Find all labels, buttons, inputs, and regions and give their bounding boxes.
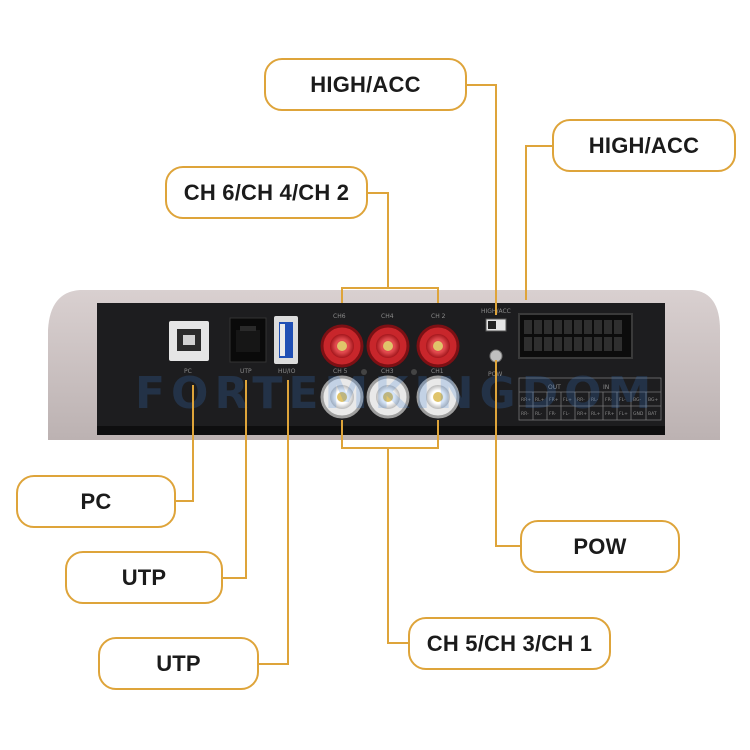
pc-port — [169, 321, 209, 361]
terminal-label: FL+ — [563, 397, 572, 403]
line-pc — [175, 385, 194, 502]
line-pow — [495, 360, 521, 547]
terminal-block — [518, 313, 633, 359]
callout-utp-1: UTP — [65, 551, 223, 604]
terminal-label: RL- — [591, 397, 599, 403]
terminal-label: BG- — [633, 397, 641, 403]
terminal-label: RL+ — [535, 397, 545, 403]
terminal-label: FR- — [605, 397, 613, 403]
terminal-label: BG+ — [648, 397, 658, 403]
callout-utp-2: UTP — [98, 637, 259, 690]
line-ch642-bracket — [341, 287, 439, 303]
callout-high-acc-right: HIGH/ACC — [552, 119, 736, 172]
line-utp1 — [222, 380, 247, 579]
label-pc: PC — [184, 368, 192, 375]
terminal-label: FL- — [563, 411, 570, 417]
rca-bottom-row — [320, 375, 460, 419]
terminal-label: RR+ — [577, 411, 587, 417]
line-high-acc-top — [466, 84, 497, 315]
terminal-label: BAT — [648, 411, 657, 417]
line-ch642 — [367, 192, 389, 288]
line-ch531 — [387, 448, 409, 644]
terminal-label: FL- — [619, 397, 626, 403]
terminal-label: FL+ — [619, 411, 628, 417]
terminal-label: RL- — [535, 411, 543, 417]
label-ch3: CH3 — [381, 368, 394, 375]
label-out: OUT — [548, 384, 561, 391]
label-utp: UTP — [240, 368, 252, 375]
callout-pc: PC — [16, 475, 176, 528]
terminal-label: RR+ — [521, 397, 531, 403]
label-ch4: CH4 — [381, 313, 394, 320]
label-usb: HU/IO — [278, 368, 296, 375]
terminal-label: GND — [633, 411, 644, 417]
terminal-label-grid — [518, 377, 662, 421]
callout-ch531: CH 5/CH 3/CH 1 — [408, 617, 611, 670]
callout-high-acc-top: HIGH/ACC — [264, 58, 467, 111]
terminal-label: RR- — [577, 397, 585, 403]
terminal-label: FR- — [549, 411, 557, 417]
line-ch531-bracket — [341, 420, 439, 449]
callout-pow: POW — [520, 520, 680, 573]
label-ch1: CH1 — [431, 368, 444, 375]
label-ch5: CH 5 — [333, 368, 348, 375]
usb-port — [274, 316, 298, 364]
label-ch2: CH 2 — [431, 313, 446, 320]
rca-top-row — [320, 324, 460, 368]
line-utp2 — [258, 380, 289, 665]
line-high-acc-right — [525, 145, 553, 300]
terminal-label: RL+ — [591, 411, 601, 417]
label-in: IN — [603, 384, 609, 391]
label-ch6: CH6 — [333, 313, 346, 320]
terminal-label: FR+ — [605, 411, 615, 417]
watermark: FORTEMKINGDOM — [135, 368, 657, 419]
terminal-label: FR+ — [549, 397, 559, 403]
terminal-label: RR- — [521, 411, 529, 417]
utp-port — [229, 317, 267, 363]
callout-ch642: CH 6/CH 4/CH 2 — [165, 166, 368, 219]
